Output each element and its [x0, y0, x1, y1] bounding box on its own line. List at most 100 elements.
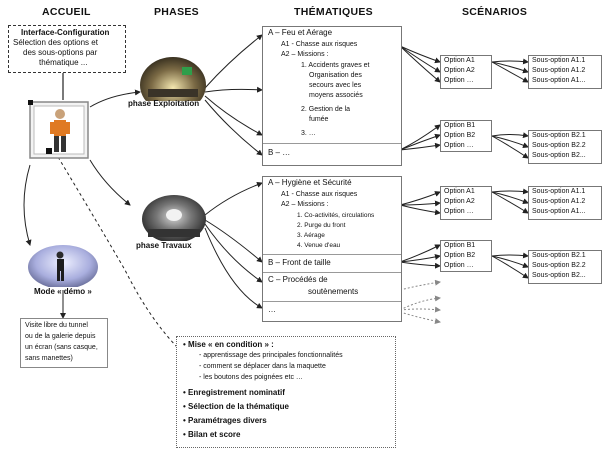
thematique-box-travaux: A – Hygiène et Sécurité A1 - Chasse aux …: [262, 176, 402, 322]
sous-options-group: Sous-option B2.1 Sous-option B2.2 Sous-o…: [528, 250, 602, 284]
divider: [263, 254, 401, 255]
sous-options-group: Sous-option A1.1 Sous-option A1.2 Sous-o…: [528, 186, 602, 220]
session-item-text: Sélection de la thématique: [188, 402, 289, 411]
session-item: • Bilan et score: [183, 430, 241, 439]
mission-line: 4. Venue d'eau: [297, 242, 341, 249]
mission-line: 2. Purge du front: [297, 222, 346, 229]
sous-option-item: Sous-option B2...: [532, 152, 586, 159]
session-item: • Sélection de la thématique: [183, 402, 289, 411]
option-item: Option …: [444, 77, 474, 84]
sous-option-item: Sous-option A1.1: [532, 57, 586, 64]
sous-options-group: Sous-option A1.1 Sous-option A1.2 Sous-o…: [528, 55, 602, 89]
interface-config-line: thématique ...: [39, 58, 88, 67]
divider: [263, 143, 401, 144]
divider: [263, 301, 401, 302]
sous-option-item: Sous-option A1.1: [532, 188, 586, 195]
thematique-c: soutènements: [308, 287, 359, 296]
thematique-b: B – Front de taille: [268, 258, 331, 267]
session-mise-item: - comment se déplacer dans la maquette: [199, 363, 326, 370]
session-mise-item: - les boutons des poignées etc …: [199, 374, 303, 381]
sous-option-item: Sous-option B2.2: [532, 142, 586, 149]
kiosk-illustration: [28, 100, 92, 162]
sous-option-item: Sous-option B2...: [532, 272, 586, 279]
divider: [263, 272, 401, 273]
session-item-text: Enregistrement nominatif: [188, 388, 285, 397]
thematique-a2: A2 – Missions :: [281, 201, 329, 208]
interface-config-box: Interface-Configuration Sélection des op…: [8, 25, 126, 73]
demo-photo: [28, 245, 98, 287]
session-item: • Paramétrages divers: [183, 416, 267, 425]
bullet: •: [183, 340, 189, 349]
mission-line: moyens associés: [309, 92, 363, 99]
header-scenarios: SCÉNARIOS: [462, 6, 528, 18]
session-mise-item: - apprentissage des principales fonction…: [199, 352, 343, 359]
thematique-a-title: A – Hygiène et Sécurité: [268, 178, 352, 187]
interface-config-line: des sous-options par: [23, 48, 98, 57]
session-item: • Enregistrement nominatif: [183, 388, 285, 397]
thematique-etc: …: [268, 305, 276, 314]
interface-config-title: Interface-Configuration: [21, 28, 110, 37]
sous-option-item: Sous-option A1...: [532, 208, 586, 215]
option-item: Option B1: [444, 242, 476, 249]
option-item: Option B2: [444, 252, 476, 259]
mission-line: fumée: [309, 116, 329, 123]
session-box: • Mise « en condition » : - apprentissag…: [176, 336, 396, 448]
thematique-a-title: A – Feu et Aérage: [268, 28, 333, 37]
demo-desc-line: ou de la galerie depuis: [25, 333, 96, 340]
exploitation-photo: [140, 55, 206, 101]
interface-config-line: Sélection des options et: [13, 38, 98, 47]
option-item: Option A2: [444, 198, 475, 205]
thematique-b: B – …: [268, 148, 291, 157]
thematique-c: C – Procédés de: [268, 275, 328, 284]
option-item: Option …: [444, 142, 474, 149]
options-group: Option A1 Option A2 Option …: [440, 186, 492, 220]
sous-option-item: Sous-option B2.1: [532, 132, 586, 139]
thematique-a1: A1 - Chasse aux risques: [281, 191, 358, 198]
session-item-text: Bilan et score: [188, 430, 241, 439]
mission-line: secours avec les: [309, 82, 362, 89]
thematique-a1: A1 - Chasse aux risques: [281, 41, 358, 48]
sous-options-group: Sous-option B2.1 Sous-option B2.2 Sous-o…: [528, 130, 602, 164]
mission-line: 2. Gestion de la: [301, 106, 351, 113]
option-item: Option A2: [444, 67, 475, 74]
sous-option-item: Sous-option A1.2: [532, 198, 586, 205]
link-kiosk-bottom: [54, 151, 181, 351]
session-mise-text: Mise « en condition » :: [188, 340, 274, 349]
mission-line: 1. Accidents graves et: [301, 62, 370, 69]
header-accueil: ACCUEIL: [42, 6, 91, 18]
option-item: Option A1: [444, 57, 475, 64]
session-item-text: Paramétrages divers: [188, 416, 267, 425]
phase-exploitation-label: phase Exploitation: [128, 99, 200, 108]
demo-desc-line: un écran (sans casque,: [25, 344, 98, 351]
kiosk-marker: [46, 148, 52, 154]
header-thematiques: THÉMATIQUES: [294, 6, 373, 18]
option-item: Option B1: [444, 122, 476, 129]
phase-travaux-label: phase Travaux: [136, 241, 192, 250]
demo-desc-line: Visite libre du tunnel: [25, 322, 88, 329]
demo-desc-box: Visite libre du tunnel ou de la galerie …: [20, 318, 108, 368]
travaux-photo: [142, 193, 206, 241]
option-item: Option A1: [444, 188, 475, 195]
thematique-box-exploitation: A – Feu et Aérage A1 - Chasse aux risque…: [262, 26, 402, 166]
option-item: Option …: [444, 208, 474, 215]
mode-demo-label: Mode « démo »: [34, 287, 92, 296]
options-group: Option B1 Option B2 Option …: [440, 240, 492, 272]
link-kiosk-travaux: [89, 159, 131, 206]
mission-line: 3. …: [301, 130, 316, 137]
demo-desc-line: sans manettes): [25, 355, 73, 362]
mission-line: Organisation des: [309, 72, 362, 79]
link-kiosk-demo: [23, 164, 32, 246]
header-phases: PHASES: [154, 6, 199, 18]
mission-line: 1. Co-activités, circulations: [297, 212, 375, 219]
options-group: Option A1 Option A2 Option …: [440, 55, 492, 89]
option-item: Option …: [444, 262, 474, 269]
mission-line: 3. Aérage: [297, 232, 325, 239]
sous-option-item: Sous-option B2.2: [532, 262, 586, 269]
thematique-a2: A2 – Missions :: [281, 51, 329, 58]
option-item: Option B2: [444, 132, 476, 139]
sous-option-item: Sous-option A1...: [532, 77, 586, 84]
session-mise-title: • Mise « en condition » :: [183, 340, 274, 350]
sous-option-item: Sous-option A1.2: [532, 67, 586, 74]
link-kiosk-exploitation: [89, 89, 141, 108]
